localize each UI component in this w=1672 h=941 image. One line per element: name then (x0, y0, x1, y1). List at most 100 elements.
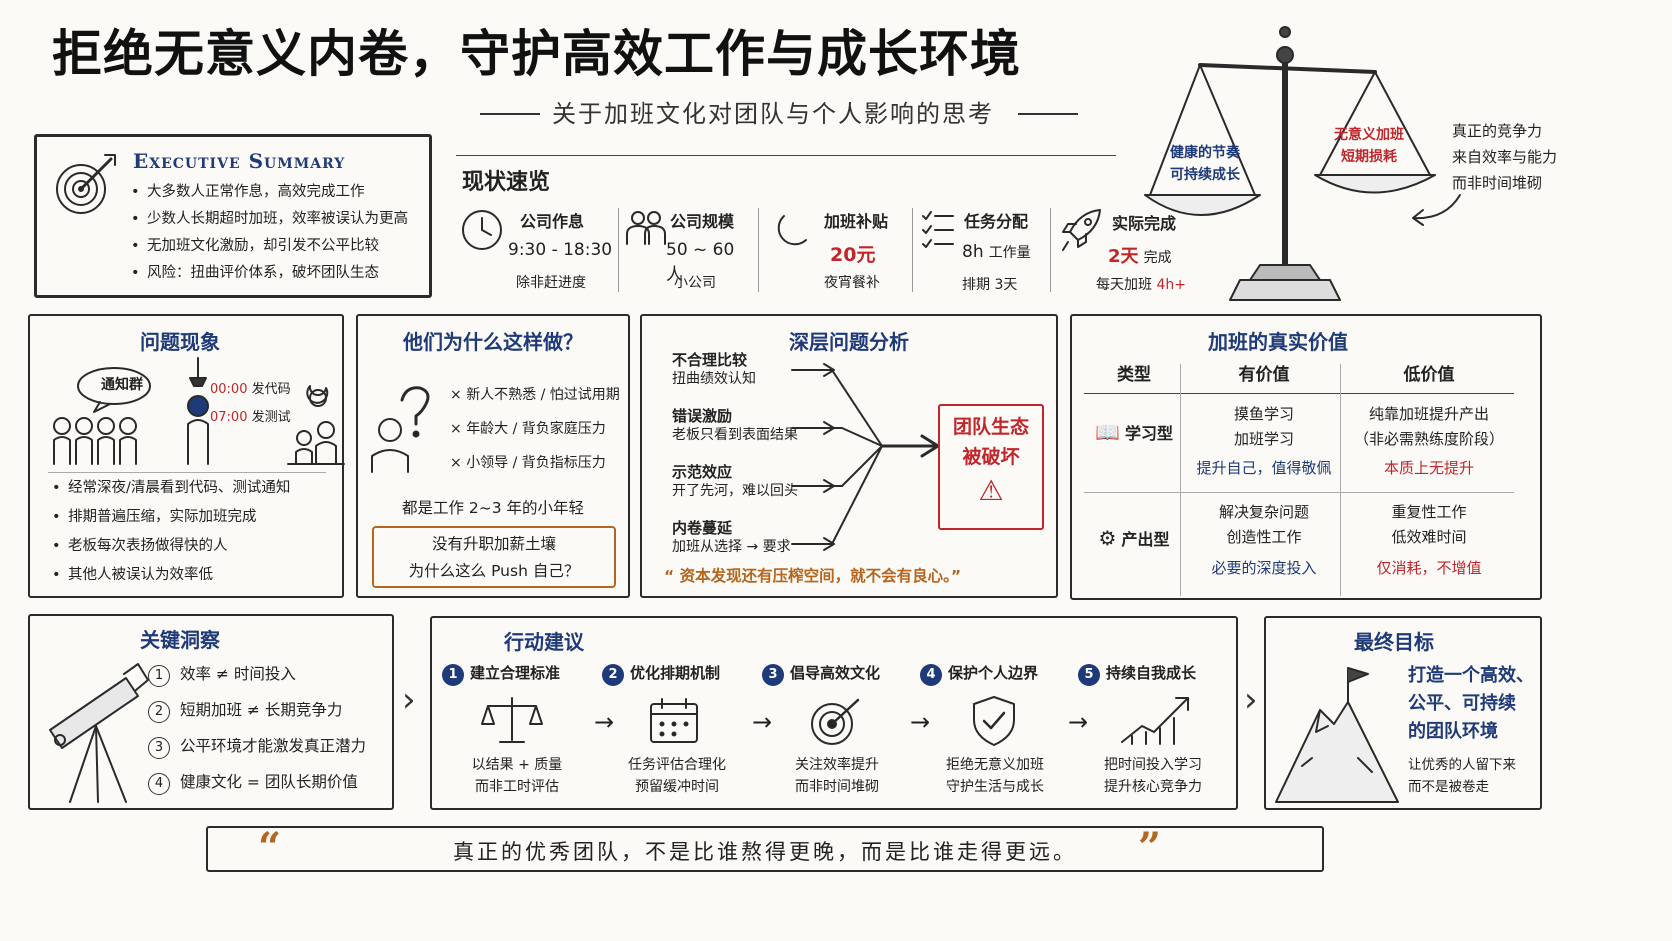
subtitle-rule-left (480, 113, 540, 115)
list-item: 无加班文化激励，却引发不公平比较 (129, 233, 429, 260)
growth-chart-icon (1121, 697, 1189, 745)
type-cell: ⚙ 产出型 (1098, 526, 1170, 550)
stat-unit: 完成 (1143, 250, 1172, 266)
header-cell: 有价值 (1238, 365, 1290, 385)
rocket-icon (1062, 209, 1101, 251)
footer-quote: 真正的优秀团队，不是比谁熬得更晚，而是比谁走得更远。 (453, 840, 1077, 864)
stat-value: 9:30 - 18:30 (508, 240, 613, 260)
stat-size: 公司规模 50 ~ 60 人 小公司 (622, 200, 756, 296)
fishbone-arrows (791, 363, 940, 551)
stat-label: 公司作息 (520, 212, 585, 231)
problem-list: 经常深夜/清晨看到代码、测试通知 排期普遍压缩，实际加班完成 老板每次表扬做得快… (50, 474, 340, 590)
col-divider (1180, 364, 1181, 596)
page-title: 拒绝无意义内卷，守护高效工作与成长环境 (52, 24, 1021, 83)
book-icon: 📖 (1094, 420, 1120, 444)
stat-note: 排期 3天 (962, 277, 1018, 293)
step-desc: 关注效率提升而非时间堆砌 (795, 757, 879, 795)
list-item: 大多数人正常作息，高效完成工作 (129, 179, 429, 206)
good-cell: 解决复杂问题 创造性工作 必要的深度投入 (1211, 503, 1317, 577)
summary-list: 大多数人正常作息，高效完成工作 少数人长期超时加班，效率被误认为更高 无加班文化… (129, 179, 429, 287)
reason-item: × 年龄大 / 背负家庭压力 (450, 421, 606, 437)
cause-item: 示范效应开了先河，难以回头 (672, 463, 798, 499)
scale-left-pan-label: 健康的节奏 可持续成长 (1170, 145, 1240, 183)
shield-icon (973, 696, 1015, 746)
stat-label: 实际完成 (1112, 214, 1177, 233)
step-desc: 以结果 + 质量而非工时评估 (471, 757, 563, 795)
time-row: 00:00 发代码 (210, 382, 291, 397)
result-box: 团队生态 被破坏 ⚠ (938, 404, 1044, 530)
value-panel: 加班的真实价值 类型 有价值 低价值 📖 学习型 摸鱼学习 加班学习 提升自己，… (1070, 314, 1542, 600)
stat-note: 夜宵餐补 (824, 275, 880, 291)
arrow-right-icon: → (752, 708, 773, 736)
reason-item: × 新人不熟悉 / 怕过试用期 (450, 387, 620, 403)
step-desc: 任务评估合理化预留缓冲时间 (628, 757, 726, 795)
telescope-icon (49, 663, 149, 803)
stat-value: 2天 (1108, 246, 1139, 267)
target-icon (811, 698, 860, 745)
insight-title: 关键洞察 (140, 628, 220, 652)
table-row: 📖 学习型 摸鱼学习 加班学习 提升自己，值得敬佩 纯靠加班提升产出 （非必需熟… (1084, 398, 1514, 490)
list-item: 排期普遍压缩，实际加班完成 (50, 503, 340, 532)
subtitle-rule-right (1018, 113, 1078, 115)
team-illustration (53, 357, 345, 465)
stat-divider (912, 208, 913, 292)
target-icon (56, 154, 116, 214)
scale-note: 真正的竞争力 来自效率与能力 而非时间堆砌 (1452, 122, 1558, 192)
why-conclusion: 都是工作 2~3 年的小年轻 (401, 499, 585, 517)
reason-item: × 小领导 / 背负指标压力 (450, 455, 606, 471)
goal-panel: 最终目标 打造一个高效、 公平、可持续 的团队环境 让优秀的人留下来 而不是被卷… (1264, 616, 1542, 810)
actions-title: 行动建议 (504, 630, 584, 654)
list-item: 其他人被误认为效率低 (50, 561, 340, 590)
list-item: 老板每次表扬做得快的人 (50, 532, 340, 561)
people-icon (626, 211, 666, 245)
cause-item: 内卷蔓延加班从选择 → 要求 (672, 519, 791, 555)
header-cell: 类型 (1117, 365, 1151, 385)
subtitle-row: 关于加班文化对团队与个人影响的思考 (470, 94, 1090, 130)
step-desc: 拒绝无意义加班守护生活与成长 (946, 757, 1044, 795)
scale-note-arrow (1412, 194, 1461, 226)
executive-summary-panel: Executive Summary 大多数人正常作息，高效完成工作 少数人长期超… (34, 134, 432, 298)
list-item: 风险：扭曲评价体系，破坏团队生态 (129, 260, 429, 287)
deep-quote: “ 资本发现还有压榨空间，就不会有良心。” (664, 567, 962, 585)
scale-icon (481, 697, 543, 743)
stat-divider (758, 208, 759, 292)
bad-cell: 重复性工作 低效难时间 仅消耗，不增值 (1376, 503, 1482, 577)
chevron-right-icon: › (1244, 680, 1258, 720)
why-question-box: 没有升职加薪土壤 为什么这么 Push 自己？ (372, 526, 616, 588)
close-quote-mark: ” (1138, 824, 1162, 871)
subtitle: 关于加班文化对团队与个人影响的思考 (552, 100, 994, 128)
stat-value: 20元 (830, 244, 876, 266)
good-cell: 摸鱼学习 加班学习 提升自己，值得敬佩 (1196, 405, 1332, 477)
deep-analysis-panel: 深层问题分析 不合理比较扭曲绩效认知 错误激励老板只看到表面结果 示范效应开了先… (640, 314, 1058, 598)
table-header: 类型 有价值 低价值 (1084, 360, 1514, 394)
goal-main: 打造一个高效、 公平、可持续 的团队环境 (1408, 665, 1534, 742)
problem-panel: 问题现象 通知群 00:00 发代码 07:00 发测试 经常深夜/清晨看到代码… (28, 314, 345, 598)
reason-list: × 新人不熟悉 / 怕过试用期 × 年龄大 / 背负家庭压力 × 小领导 / 背… (450, 378, 620, 480)
executive-summary-title: Executive Summary (133, 149, 346, 173)
stat-divider (1050, 208, 1051, 292)
arrow-right-icon: → (1068, 708, 1089, 736)
stat-schedule: 公司作息 9:30 - 18:30 除非赶进度 (458, 200, 616, 296)
list-item: 少数人长期超时加班，效率被误认为更高 (129, 206, 429, 233)
row-divider (1084, 492, 1514, 493)
step-desc: 把时间投入学习提升核心竞争力 (1104, 757, 1202, 795)
why-title: 他们为什么这样做？ (403, 330, 583, 354)
table-row: ⚙ 产出型 解决复杂问题 创造性工作 必要的深度投入 重复性工作 低效难时间 仅… (1084, 496, 1514, 596)
cause-item: 错误激励老板只看到表面结果 (672, 407, 798, 443)
clock-icon (462, 210, 502, 250)
stat-task: 任务分配 8h 工作量 排期 3天 (918, 200, 1050, 296)
stat-note-highlight: 4h+ (1156, 277, 1186, 293)
group-label: 通知群 (101, 377, 143, 393)
gear-icon: ⚙ (1098, 526, 1117, 550)
value-title: 加班的真实价值 (1208, 330, 1348, 354)
arrow-right-icon: → (910, 708, 931, 736)
